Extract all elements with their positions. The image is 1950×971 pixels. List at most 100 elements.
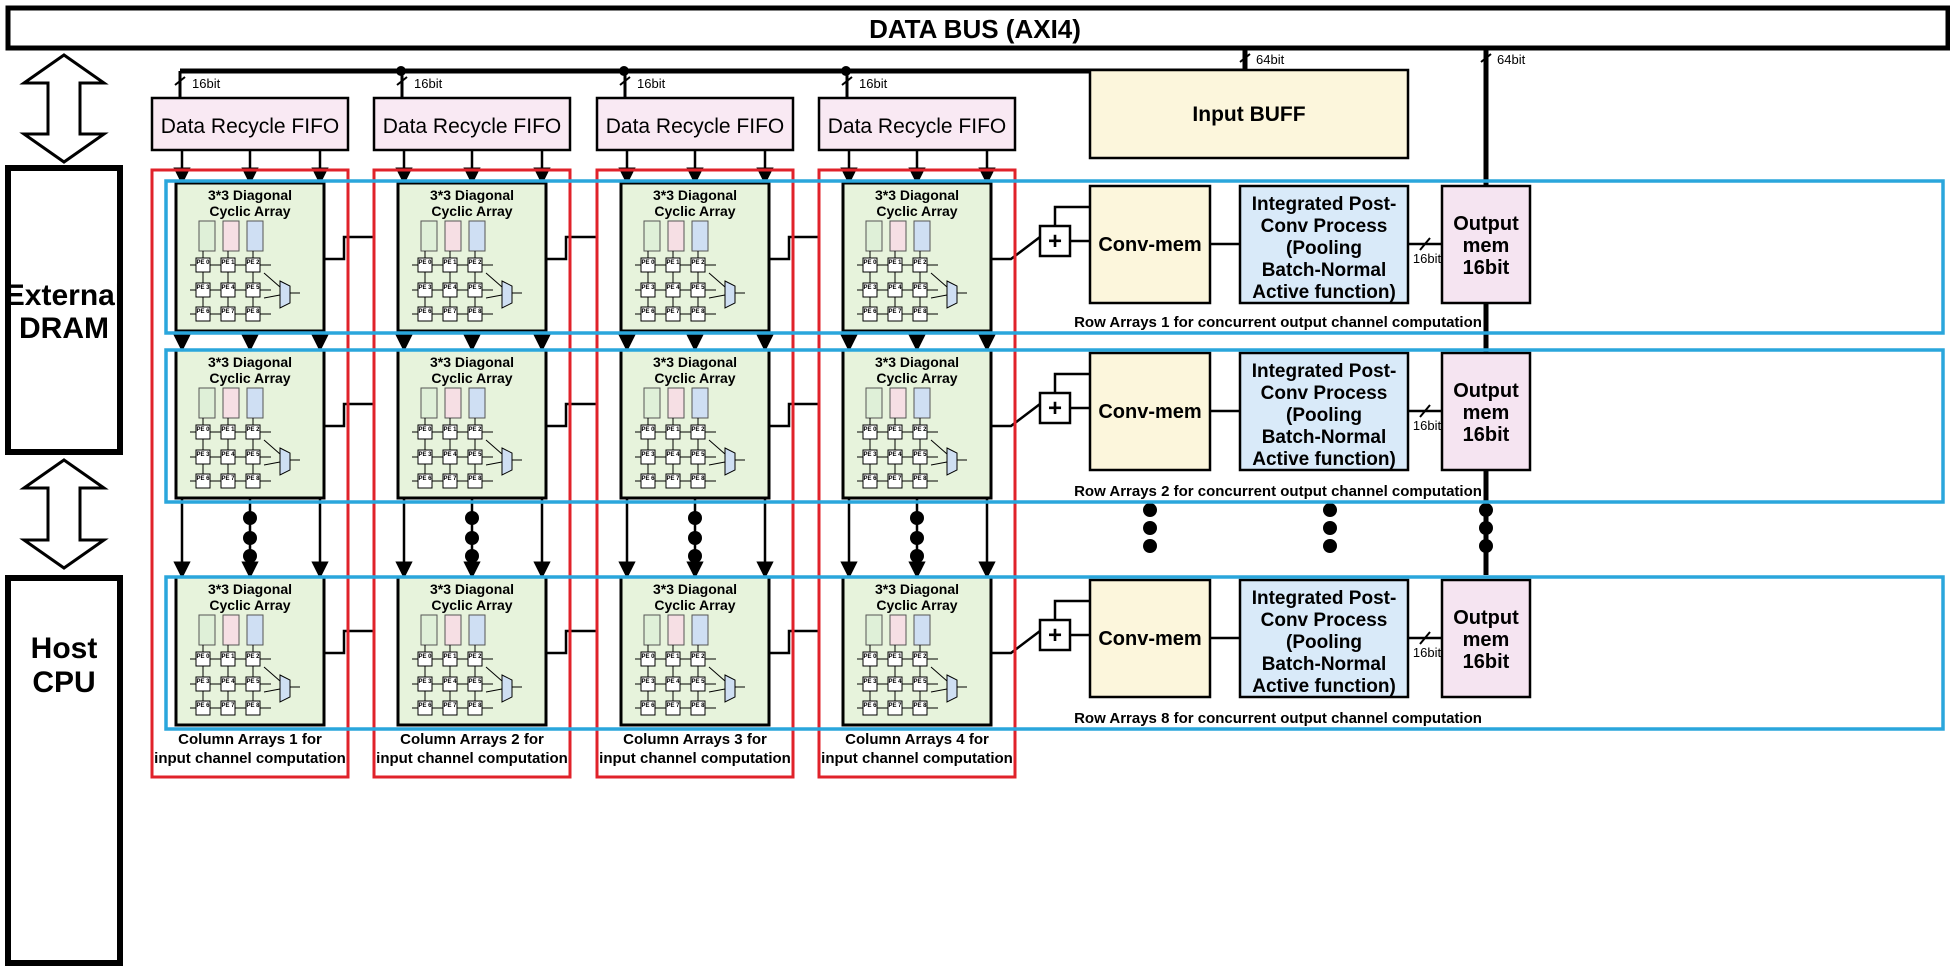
weight-buffer-1-3-1	[667, 220, 685, 252]
array-wire-a-1-3	[708, 272, 726, 288]
pe-cell-3-2-4	[442, 676, 458, 692]
pe-label-2-3-2: PE 2	[691, 427, 705, 433]
pe-cell-3-4-5	[912, 676, 928, 692]
right-ellipsis-dot-2-0	[1479, 503, 1493, 517]
external-dram-box	[5, 165, 123, 455]
cyclic-array-title-line2-1-1: Cyclic Array	[209, 203, 290, 219]
adder-symbol-2: +	[1048, 395, 1062, 422]
pe-label-2-1-3: PE 3	[196, 452, 210, 458]
pe-cell-3-2-6	[417, 700, 433, 716]
right-ellipsis-dot-0-0	[1143, 503, 1157, 517]
column-ellipsis-dot-1-0	[243, 511, 257, 525]
column-array-outline-4	[817, 168, 1017, 779]
weight-buffer-2-3-2	[691, 387, 709, 419]
array-wire-a-3-3	[708, 666, 726, 682]
pe-label-1-1-1: PE 1	[221, 260, 235, 266]
array-wire-a-3-4	[930, 666, 948, 682]
pe-cell-2-4-6	[862, 473, 878, 489]
pe-cell-1-4-7	[887, 306, 903, 322]
bus-width-slash-1	[174, 76, 186, 86]
array-mux-icon-2-1	[279, 447, 291, 476]
right-ellipsis-dot-1-0	[1323, 503, 1337, 517]
array-mux-icon-1-1	[279, 280, 291, 309]
pe-cell-1-2-8	[467, 306, 483, 322]
data-recycle-fifo-label-3: Data Recycle FIFO	[606, 115, 785, 138]
pe-cell-1-3-0	[640, 257, 656, 273]
pe-cell-3-4-4	[887, 676, 903, 692]
pe-cell-3-2-2	[467, 651, 483, 667]
pe-label-3-3-5: PE 5	[691, 679, 705, 685]
column-ellipsis-dot-2-1	[465, 531, 479, 545]
post-conv-process-label-3-0: Integrated Post-	[1252, 588, 1397, 609]
cyclic-array-title-line2-1-3: Cyclic Array	[654, 203, 735, 219]
pe-cell-2-1-5	[245, 449, 261, 465]
pe-cell-3-2-5	[467, 676, 483, 692]
cyclic-array-title-line1-1-2: 3*3 Diagonal	[430, 187, 514, 203]
dram-cpu-double-arrow-icon	[19, 458, 109, 570]
pe-label-3-4-8: PE 8	[913, 703, 927, 709]
column-array-outline-2	[372, 168, 572, 779]
pe-cell-3-1-0	[195, 651, 211, 667]
pe-label-2-3-8: PE 8	[691, 476, 705, 482]
conv-mem-label-2: Conv-mem	[1098, 401, 1201, 423]
array-wire-b-1-2	[485, 294, 503, 299]
pe-cell-2-2-3	[417, 449, 433, 465]
cyclic-array-title-line2-2-1: Cyclic Array	[209, 370, 290, 386]
pe-label-2-4-7: PE 7	[888, 476, 902, 482]
weight-buffer-3-4-2	[913, 614, 931, 646]
pe-cell-1-1-3	[195, 282, 211, 298]
data-bus-box	[5, 5, 1950, 51]
pe-label-3-1-8: PE 8	[246, 703, 260, 709]
host-cpu-label-line1: Host	[31, 632, 98, 665]
array-chain-line-2-2	[546, 402, 597, 428]
pe-label-3-2-8: PE 8	[468, 703, 482, 709]
weight-buffer-3-1-0	[198, 614, 216, 646]
cyclic-array-title-line1-3-2: 3*3 Diagonal	[430, 581, 514, 597]
output-mem-label-2-0: Output	[1453, 380, 1519, 402]
array-wire-b-2-1	[263, 461, 281, 466]
column-caption-line2-4: input channel computation	[821, 750, 1013, 767]
pe-label-2-2-6: PE 6	[418, 476, 432, 482]
cyclic-array-box-1-2	[396, 181, 548, 333]
pe-label-2-1-5: PE 5	[246, 452, 260, 458]
external-dram-label-line2: DRAM	[19, 312, 109, 345]
column-ellipsis-dot-2-2	[465, 549, 479, 563]
output-width-label-1: 16bit	[1413, 251, 1442, 266]
pe-label-1-2-6: PE 6	[418, 309, 432, 315]
output-mem-label-2-2: 16bit	[1463, 424, 1510, 446]
output-mem-box-1	[1440, 184, 1532, 305]
pe-cell-2-4-2	[912, 424, 928, 440]
output-bus-width-slash	[1480, 53, 1492, 63]
right-ellipsis-dot-0-1	[1143, 521, 1157, 535]
pe-label-3-4-5: PE 5	[913, 679, 927, 685]
pe-label-2-3-5: PE 5	[691, 452, 705, 458]
array-mux-icon-2-4	[946, 447, 958, 476]
array-wire-a-2-3	[708, 439, 726, 455]
pe-cell-2-1-6	[195, 473, 211, 489]
pe-cell-1-4-3	[862, 282, 878, 298]
pe-label-3-2-7: PE 7	[443, 703, 457, 709]
weight-buffer-2-4-0	[865, 387, 883, 419]
output-bus-width: 64bit	[1497, 52, 1526, 67]
pe-cell-2-2-5	[467, 449, 483, 465]
pe-cell-3-2-1	[442, 651, 458, 667]
pe-cell-3-1-1	[220, 651, 236, 667]
pe-label-1-3-4: PE 4	[666, 285, 680, 291]
pe-label-3-4-4: PE 4	[888, 679, 902, 685]
weight-buffer-3-1-1	[222, 614, 240, 646]
post-conv-process-box-1	[1238, 184, 1410, 305]
pe-cell-1-4-2	[912, 257, 928, 273]
post-conv-process-label-1-3: Batch-Normal	[1262, 260, 1387, 281]
pe-label-1-4-1: PE 1	[888, 260, 902, 266]
pe-label-2-4-8: PE 8	[913, 476, 927, 482]
post-conv-process-label-3-2: (Pooling	[1286, 632, 1362, 653]
weight-buffer-2-4-1	[889, 387, 907, 419]
pe-cell-2-1-2	[245, 424, 261, 440]
pe-label-2-4-1: PE 1	[888, 427, 902, 433]
pe-cell-1-2-0	[417, 257, 433, 273]
adder-feedback-line-3	[1053, 599, 1090, 620]
data-recycle-fifo-label-2: Data Recycle FIFO	[383, 115, 562, 138]
row-array-outline-1	[164, 179, 1945, 335]
